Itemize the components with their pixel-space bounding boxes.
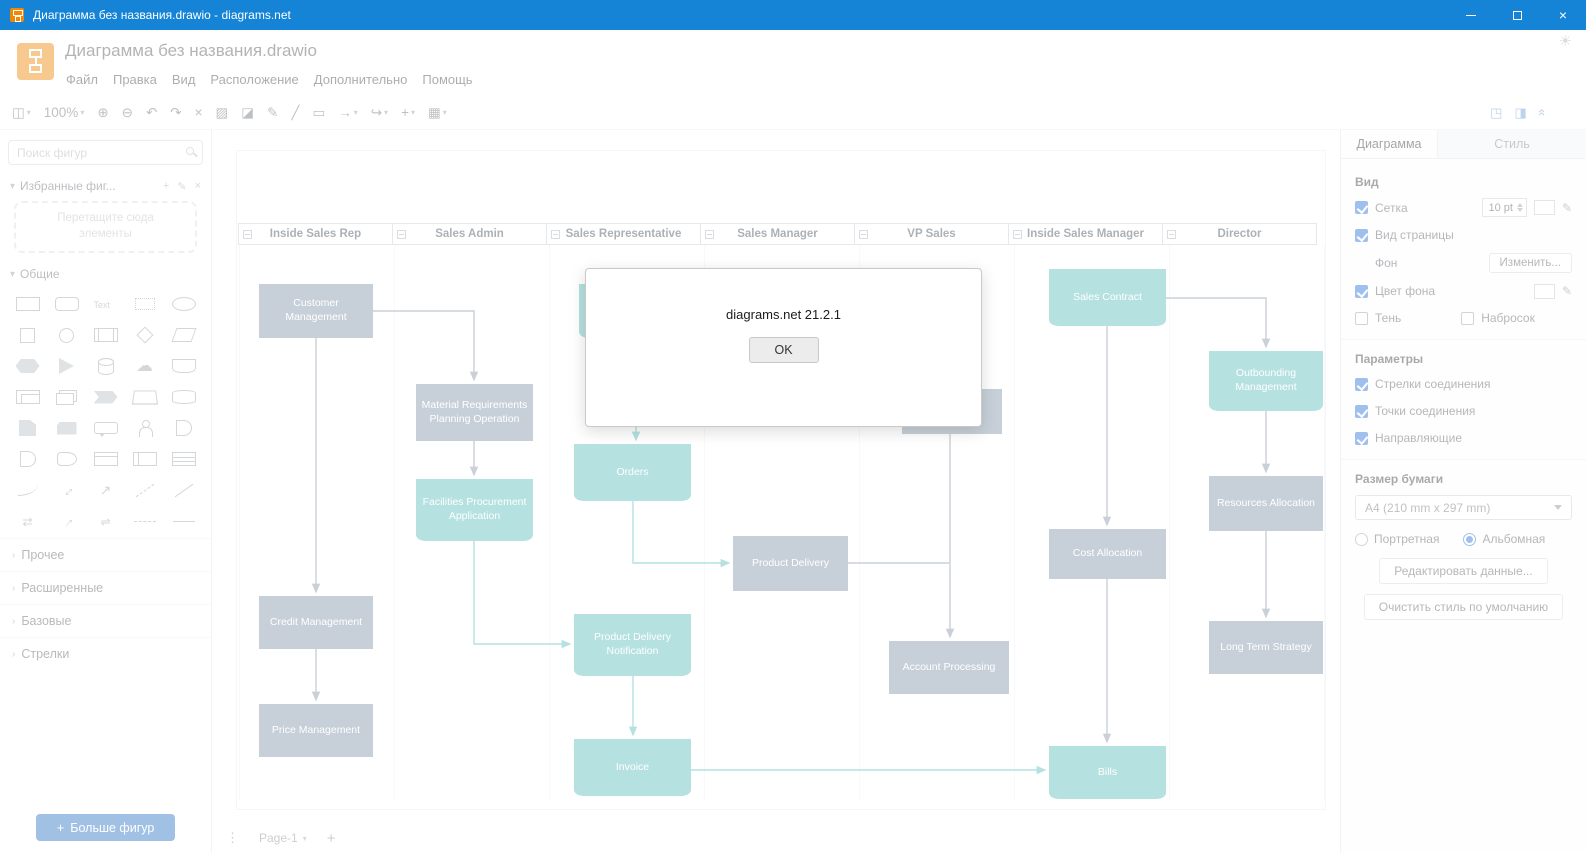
window-controls: × xyxy=(1448,0,1586,30)
window-title: Диаграмма без названия.drawio - diagrams… xyxy=(33,8,291,22)
modal-overlay xyxy=(0,30,1586,853)
minimize-icon xyxy=(1466,14,1476,16)
ok-button[interactable]: OK xyxy=(748,337,819,363)
maximize-button[interactable] xyxy=(1494,0,1540,30)
titlebar: Диаграмма без названия.drawio - diagrams… xyxy=(0,0,1586,30)
close-icon: × xyxy=(1558,7,1568,23)
maximize-icon xyxy=(1512,10,1522,20)
about-dialog: diagrams.net 21.2.1 OK xyxy=(585,268,982,427)
app-icon xyxy=(10,8,24,22)
dialog-message: diagrams.net 21.2.1 xyxy=(726,307,841,322)
minimize-button[interactable] xyxy=(1448,0,1494,30)
app-body: Диаграмма без названия.drawio ФайлПравка… xyxy=(0,30,1586,853)
close-button[interactable]: × xyxy=(1540,0,1586,30)
